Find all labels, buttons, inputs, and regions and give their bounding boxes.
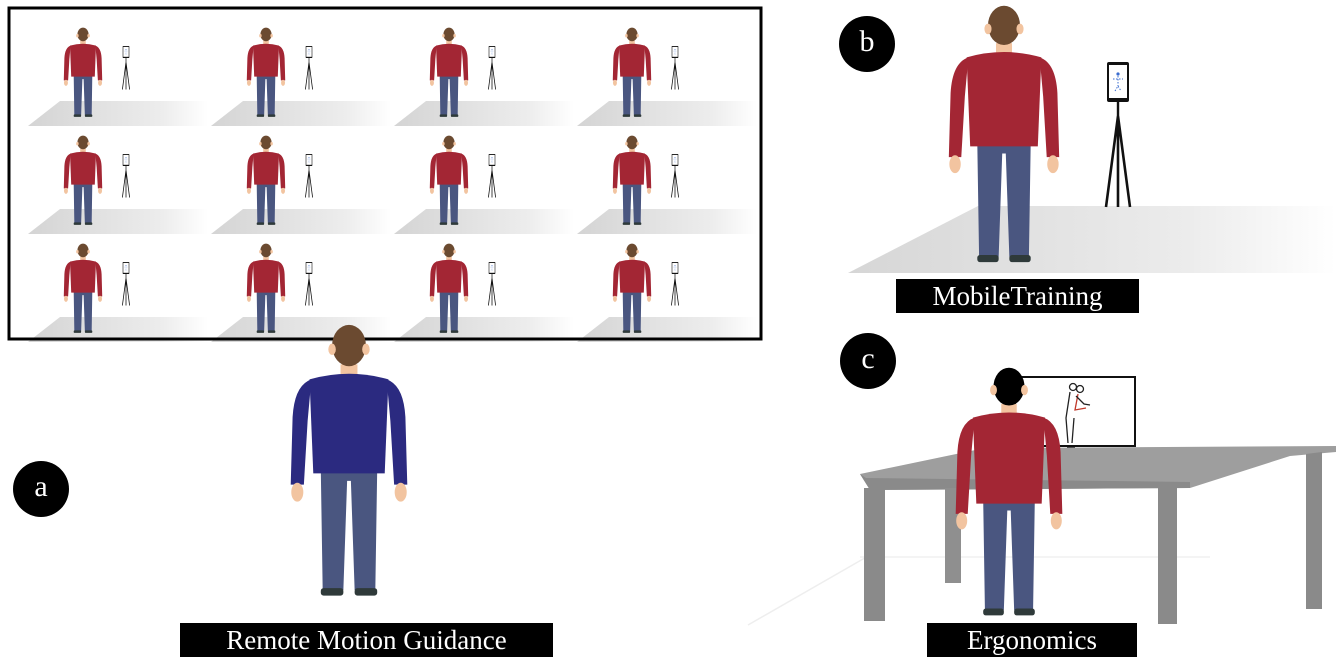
person-mobile-training — [948, 5, 1060, 263]
phone-tripod — [1104, 62, 1132, 208]
person-ergonomics — [955, 367, 1063, 616]
video-tile — [394, 27, 574, 126]
person-figure — [612, 135, 652, 225]
person-figure — [246, 135, 286, 225]
person-figure — [612, 27, 652, 117]
video-tile — [28, 243, 208, 342]
panel-a-badge: a — [13, 461, 69, 517]
tripod-phone — [671, 154, 679, 198]
caption-remote-motion-guidance: Remote Motion Guidance — [180, 623, 553, 657]
tripod-phone — [488, 262, 496, 306]
video-tile — [394, 243, 574, 342]
person-figure — [429, 135, 469, 225]
tripod-phone — [488, 46, 496, 90]
video-grid-wall — [7, 6, 763, 342]
person-figure — [948, 5, 1060, 263]
tripod-phone — [305, 262, 313, 306]
video-tile — [28, 135, 208, 234]
video-tile — [28, 27, 208, 126]
panel-c-badge: c — [840, 333, 896, 389]
video-tile — [211, 135, 391, 234]
video-tile — [211, 27, 391, 126]
tripod-phone — [671, 46, 679, 90]
person-figure — [246, 243, 286, 333]
video-tile — [577, 135, 757, 234]
tripod-phone — [671, 262, 679, 306]
tripod-phone — [122, 262, 130, 306]
person-figure — [955, 367, 1063, 616]
person-remote-guidance — [290, 324, 408, 596]
tripod-phone — [1104, 62, 1132, 208]
tripod-phone — [122, 46, 130, 90]
caption-ergonomics: Ergonomics — [927, 623, 1137, 657]
person-figure — [429, 243, 469, 333]
floor — [848, 206, 1336, 273]
mobile-training-scene — [848, 5, 1336, 273]
video-tile — [577, 27, 757, 126]
skeleton-figure-icon — [1065, 382, 1091, 444]
person-figure — [290, 324, 408, 596]
caption-mobile-training: MobileTraining — [896, 279, 1139, 313]
video-tile — [394, 135, 574, 234]
panel-b-badge: b — [839, 16, 895, 72]
person-figure — [63, 243, 103, 333]
tripod-phone — [305, 46, 313, 90]
person-figure — [612, 243, 652, 333]
person-figure — [63, 135, 103, 225]
person-figure — [63, 27, 103, 117]
person-figure — [429, 27, 469, 117]
table — [860, 446, 1336, 624]
person-figure — [246, 27, 286, 117]
tripod-phone — [122, 154, 130, 198]
video-tile — [577, 243, 757, 342]
tripod-phone — [305, 154, 313, 198]
ergonomics-scene — [747, 367, 1336, 626]
tripod-phone — [488, 154, 496, 198]
